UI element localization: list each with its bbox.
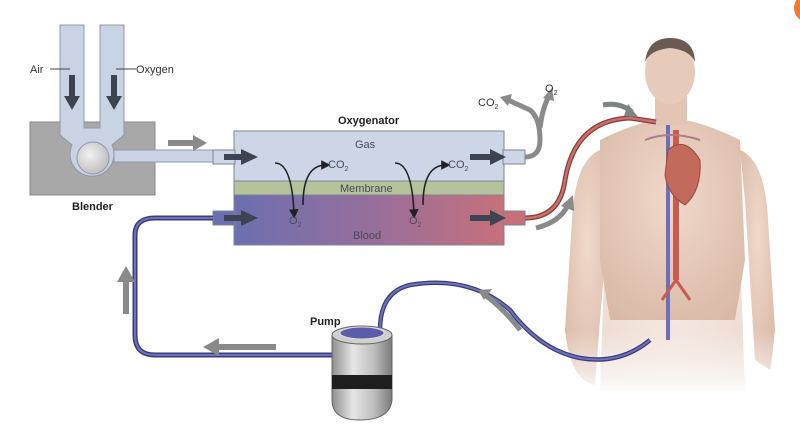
co2-label-2: CO2 bbox=[448, 159, 469, 173]
gas-outlet-port bbox=[502, 149, 526, 165]
pump: Pump bbox=[310, 316, 393, 421]
pump-left-arrow bbox=[203, 338, 276, 356]
exhaust-tube-o2 bbox=[537, 96, 551, 129]
o2-label-1: O2 bbox=[289, 215, 302, 229]
air-label: Air bbox=[30, 64, 44, 76]
head bbox=[645, 40, 695, 104]
heart bbox=[664, 143, 701, 206]
blood-out-arrow bbox=[470, 210, 506, 226]
torso bbox=[600, 118, 745, 320]
pump-label: Pump bbox=[310, 316, 341, 328]
exhaust-co2-label: CO2 bbox=[478, 97, 499, 111]
exhaust-gas: CO2 O2 bbox=[478, 83, 558, 160]
air-flow-arrow bbox=[64, 75, 80, 110]
o2-diffusion-arrow-1 bbox=[274, 162, 299, 219]
right-arm bbox=[565, 150, 610, 385]
corner-badge bbox=[794, 0, 800, 20]
blender-valve bbox=[76, 141, 110, 175]
left-arm bbox=[740, 150, 775, 370]
o2-label-2: O2 bbox=[409, 215, 422, 229]
blender: Air Oxygen Blender bbox=[29, 24, 215, 213]
co2-diffusion-arrow-2 bbox=[422, 160, 451, 206]
blood-outlet-port bbox=[502, 210, 526, 226]
gas-inlet-tubes bbox=[59, 24, 125, 177]
patient-figure bbox=[550, 38, 800, 400]
blender-outlet-tube bbox=[113, 149, 215, 163]
exhaust-o2-label: O2 bbox=[545, 83, 558, 97]
gas-flow-arrow bbox=[168, 135, 207, 151]
co2-diffusion-arrow-1 bbox=[302, 160, 331, 206]
exhaust-tube-co2 bbox=[506, 97, 543, 160]
oxygenator-label: Oxygenator bbox=[338, 115, 400, 127]
oxygenator: Oxygenator Gas Membrane Blood CO2 O2 CO2… bbox=[212, 115, 526, 246]
venous-flow-arrow bbox=[483, 293, 522, 332]
blood-label: Blood bbox=[353, 230, 381, 242]
blood-in-arrow bbox=[224, 210, 258, 226]
oxygen-label: Oxygen bbox=[136, 64, 174, 76]
blender-label: Blender bbox=[72, 201, 114, 213]
gas-in-arrow bbox=[224, 149, 258, 165]
gas-label: Gas bbox=[355, 139, 376, 151]
hair bbox=[645, 38, 695, 62]
oxygen-flow-arrow bbox=[106, 75, 122, 110]
co2-label-1: CO2 bbox=[328, 159, 349, 173]
upward-flow-arrow bbox=[117, 266, 135, 314]
o2-diffusion-arrow-2 bbox=[394, 162, 419, 219]
gas-chamber bbox=[233, 130, 505, 182]
gas-out-arrow bbox=[470, 149, 506, 165]
membrane-label: Membrane bbox=[340, 183, 393, 195]
